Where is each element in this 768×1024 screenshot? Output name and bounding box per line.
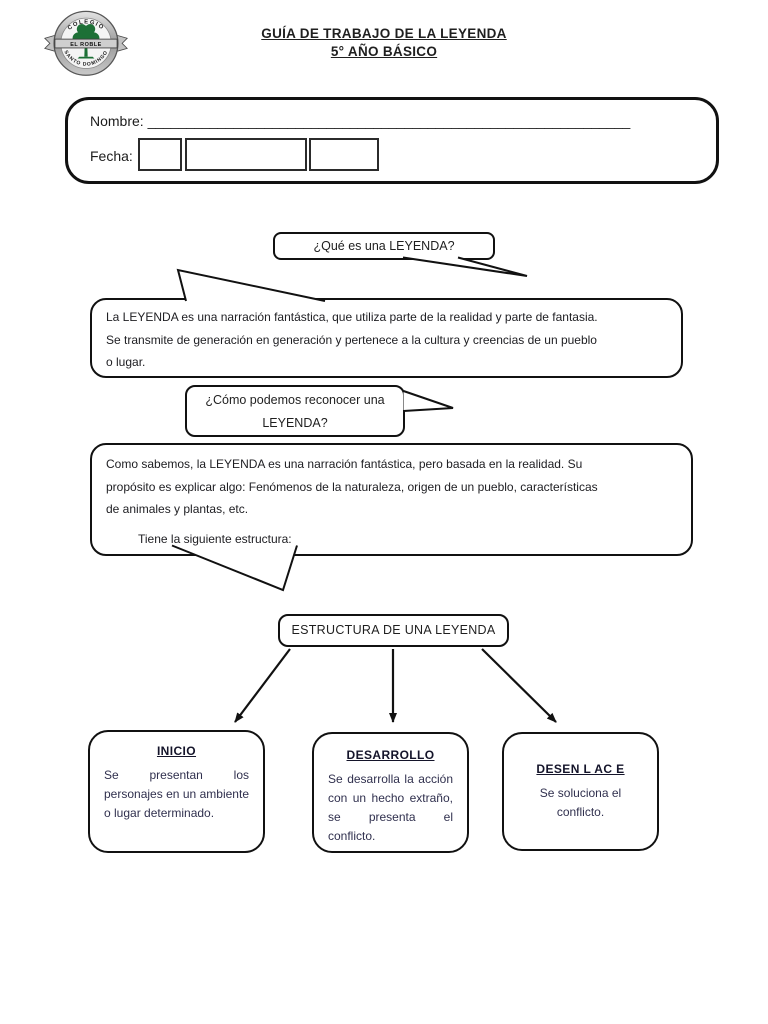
page-title-line2: 5° AÑO BÁSICO	[330, 44, 438, 59]
date-label: Fecha:	[90, 148, 133, 164]
question-line1: ¿Cómo podemos reconocer una	[205, 393, 385, 407]
explanation-line: propósito es explicar algo: Fenómenos de…	[106, 479, 598, 494]
arrow-to-inicio-icon	[234, 648, 291, 723]
node-desarrollo-title: DESARROLLO	[346, 748, 435, 762]
arrow-to-desenlace-icon	[481, 648, 557, 723]
explanation-line: de animales y plantas, etc.	[106, 502, 249, 516]
legend-definition-box: La LEYENDA es una narración fantástica, …	[90, 298, 683, 378]
definition-line: Se transmite de generación en generación…	[106, 332, 597, 347]
name-label: Nombre:	[90, 113, 144, 129]
definition-line: o lugar.	[106, 355, 146, 369]
page-title: GUÍA DE TRABAJO DE LA LEYENDA 5° AÑO BÁS…	[0, 25, 768, 61]
date-cell-year	[309, 138, 379, 171]
date-cell-month	[185, 138, 307, 171]
explanation-line: Como sabemos, la LEYENDA es una narració…	[106, 457, 583, 471]
logo-banner: EL ROBLE	[54, 38, 118, 49]
bubble2-tail-icon	[403, 390, 454, 412]
date-cell-day	[138, 138, 182, 171]
node-inicio-title: INICIO	[156, 744, 197, 758]
question-bubble-how-recognize: ¿Cómo podemos reconocer una LEYENDA?	[185, 385, 405, 437]
node-desenlace-title: DESEN L AC E	[536, 762, 625, 776]
definition-box-tail-icon	[176, 268, 326, 302]
diagram-header: ESTRUCTURA DE UNA LEYENDA	[278, 614, 509, 647]
student-info-box: Nombre: ________________________________…	[65, 97, 719, 184]
node-inicio: INICIO Se presentan los personajes en un…	[88, 730, 265, 853]
node-desenlace-body: Se soluciona el conflicto.	[539, 786, 622, 819]
school-logo: COLEGIO EL ROBLE SANTO DOMINGO	[44, 6, 128, 84]
question-bubble-what-is-legend: ¿Qué es una LEYENDA?	[273, 232, 495, 260]
node-desenlace: DESEN L AC E Se soluciona el conflicto.	[502, 732, 659, 851]
structure-intro-text: Tiene la siguiente estructura:	[138, 531, 292, 546]
node-desarrollo-body: Se desarrolla la acción con un hecho ext…	[328, 772, 453, 843]
name-blank-line: ________________________________________…	[147, 113, 631, 129]
node-desarrollo: DESARROLLO Se desarrolla la acción con u…	[312, 732, 469, 853]
question-line2: LEYENDA?	[262, 416, 328, 430]
school-logo-svg: COLEGIO EL ROBLE SANTO DOMINGO	[44, 10, 128, 76]
legend-explanation-box: Como sabemos, la LEYENDA es una narració…	[90, 443, 693, 556]
page-title-line1: GUÍA DE TRABAJO DE LA LEYENDA	[261, 26, 507, 41]
bubble1-tail-icon	[402, 256, 528, 277]
name-row: Nombre: ________________________________…	[90, 113, 690, 129]
node-inicio-body: Se presentan los personajes en un ambien…	[104, 768, 249, 820]
logo-banner-text: EL ROBLE	[70, 42, 102, 48]
definition-line: La LEYENDA es una narración fantástica, …	[106, 310, 598, 324]
